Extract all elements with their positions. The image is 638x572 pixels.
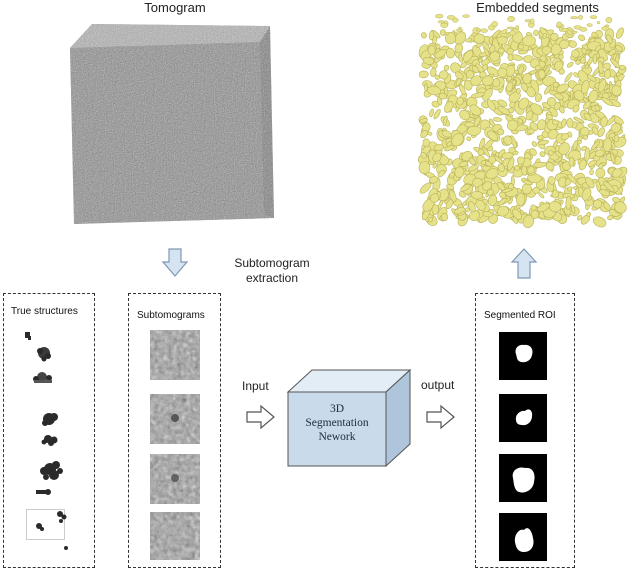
tomogram-volume — [70, 24, 274, 224]
roi-mask-4 — [499, 513, 547, 561]
subtomogram-2 — [150, 394, 200, 444]
subtomogram-3 — [150, 454, 200, 504]
tomogram-noise — [70, 24, 274, 224]
extraction-label: Subtomogram extraction — [222, 256, 322, 286]
input-arrow-icon — [246, 404, 275, 430]
output-arrow-icon — [426, 404, 455, 430]
up-arrow-icon — [510, 248, 538, 279]
extraction-label-line1: Subtomogram — [234, 256, 310, 270]
roi-mask-3 — [499, 454, 547, 502]
input-label: Input — [242, 379, 269, 393]
network-label-line1: 3D — [329, 403, 345, 415]
segment-blobs — [417, 14, 628, 228]
true-structures-panel: True structures — [3, 293, 95, 568]
subtomograms-label: Subtomograms — [137, 310, 205, 321]
true-structure-3 — [36, 461, 63, 495]
segmented-roi-label: Segmented ROI — [484, 310, 556, 321]
embedded-segments-volume — [417, 14, 628, 228]
network-label: 3D Segmentation Nework — [288, 402, 386, 444]
true-structure-4 — [26, 509, 68, 550]
true-structures-label: True structures — [11, 306, 78, 317]
extraction-label-line2: extraction — [245, 271, 299, 285]
down-arrow-icon — [161, 248, 189, 277]
subtomogram-4 — [150, 512, 200, 560]
network-label-line3: Nework — [318, 431, 356, 443]
tomogram-title: Tomogram — [144, 0, 206, 15]
subtomogram-1 — [150, 330, 200, 380]
roi-mask-1 — [499, 332, 547, 380]
subtomogram-tiles — [150, 330, 200, 560]
segmented-roi-tiles — [499, 332, 547, 561]
segmentation-network-cube — [286, 368, 412, 468]
roi-mask-2 — [499, 394, 547, 442]
true-structure-2 — [41, 413, 58, 446]
embedded-segments-title: Embedded segments — [476, 0, 599, 15]
true-structure-1 — [25, 332, 52, 383]
output-label: output — [421, 378, 455, 392]
network-label-line2: Segmentation — [305, 417, 369, 429]
